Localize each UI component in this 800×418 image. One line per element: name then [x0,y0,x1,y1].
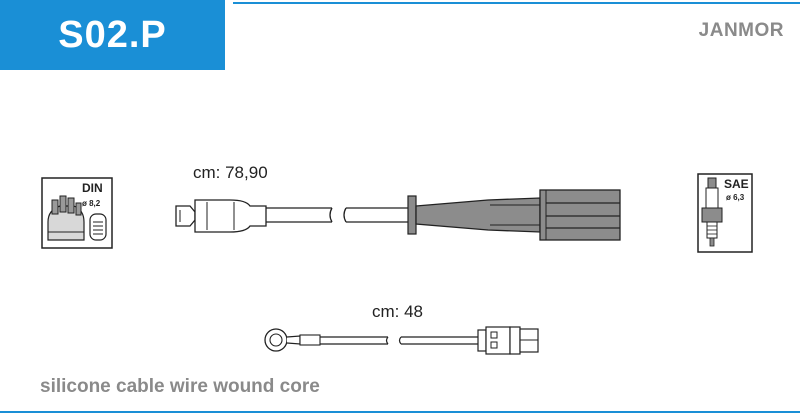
din-label: DIN [82,181,103,195]
cable-description: silicone cable wire wound core [40,376,320,397]
main-cable [175,189,621,241]
header-rule [233,2,800,4]
main-cable-length: cm: 78,90 [193,163,268,182]
sae-label: SAE [724,177,749,191]
sae-diameter: ø 6,3 [726,193,745,202]
din-diameter: ø 8,2 [82,199,101,208]
spark-plug-sae-icon: SAE ø 6,3 [697,173,753,253]
distributor-din-icon: DIN ø 8,2 [41,177,113,249]
part-code: S02.P [58,14,167,56]
footer-rule [0,411,800,413]
part-code-banner [0,0,225,70]
short-cable [264,326,539,355]
brand-name: JANMOR [698,20,784,41]
short-cable-length: cm: 48 [372,302,424,321]
